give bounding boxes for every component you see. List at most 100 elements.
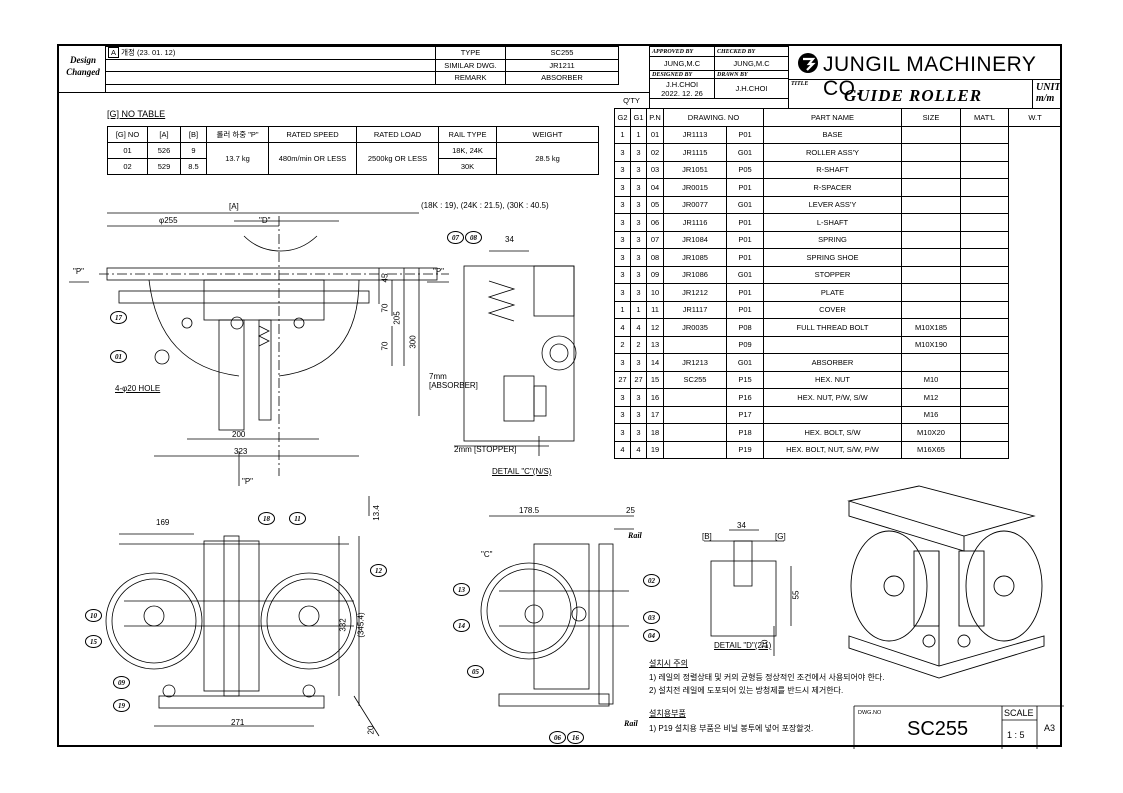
install-title: 설치시 주의 bbox=[649, 659, 689, 668]
balloon-b14: 14 bbox=[453, 619, 470, 632]
dim-300: 300 bbox=[408, 335, 418, 349]
dim-34: 34 bbox=[505, 235, 514, 244]
label-p-right: "P" bbox=[433, 267, 445, 276]
dim-34b: 34 bbox=[737, 521, 746, 530]
bom-cell: M16X65 bbox=[901, 440, 961, 459]
balloon-b13: 13 bbox=[453, 583, 470, 596]
approval-table: APPROVED BY CHECKED BY JUNG,M.C JUNG,M.C… bbox=[649, 46, 789, 99]
remark-value: ABSORBER bbox=[505, 71, 619, 85]
rail-label-top: Rail bbox=[628, 531, 642, 540]
balloon-b03: 03 bbox=[643, 611, 660, 624]
label-c: "C" bbox=[481, 550, 493, 559]
install-note-1: 1) 레일의 정렬상태 및 커의 균형등 정상적인 조건에서 사용되어야 한다. bbox=[649, 673, 885, 682]
hole-note: 4-φ20 HOLE bbox=[115, 384, 161, 393]
scale-label: SCALE bbox=[1004, 708, 1034, 718]
parts-title: 설치용부품 bbox=[649, 709, 686, 718]
dwg-no: SC255 bbox=[907, 718, 969, 740]
remark-label: REMARK bbox=[435, 71, 506, 85]
title-block-lines bbox=[853, 705, 1064, 749]
unit-value: m/m bbox=[1036, 93, 1055, 104]
dim-323: 323 bbox=[234, 447, 248, 456]
balloon-b11: 11 bbox=[289, 512, 306, 525]
detail-d-view bbox=[704, 529, 792, 656]
unit-label: UNIT bbox=[1036, 82, 1061, 93]
detail-c-label: DETAIL "C"(N/S) bbox=[492, 467, 552, 476]
side-view bbox=[105, 496, 380, 737]
detail-c-view bbox=[454, 250, 577, 456]
label-p-left: "P" bbox=[73, 267, 85, 276]
design-changed-label: Design Changed bbox=[66, 55, 100, 77]
dim-345: (345.4) bbox=[356, 612, 366, 638]
rail-label-bottom: Rail bbox=[624, 719, 638, 728]
designed-value: J.H.CHOI bbox=[665, 79, 699, 89]
gno-table: [G] NO [A] [B] 롤러 하중 "P" RATED SPEED RAT… bbox=[107, 126, 599, 175]
gtab-rail2: 30K bbox=[438, 158, 497, 175]
rail-type-note: (18K : 19), (24K : 21.5), (30K : 40.5) bbox=[421, 201, 549, 210]
balloon-b16: 16 bbox=[567, 731, 584, 744]
gtab-weight: 28.5 kg bbox=[496, 142, 599, 175]
dim-25: 25 bbox=[626, 506, 635, 515]
gtable-title: [G] NO TABLE bbox=[107, 109, 166, 119]
rail-view bbox=[480, 515, 634, 707]
bom-table: G2 G1 P.N DRAWING. NO PART NAME SIZE MAT… bbox=[614, 108, 1062, 459]
company-logo-icon bbox=[798, 53, 818, 73]
revision-table: A 개정 (23. 01. 12) TYPE SC255 SIMILAR DWG… bbox=[105, 46, 619, 85]
absorber-note: 7mm [ABSORBER] bbox=[429, 372, 478, 390]
detail-b-label: [B] bbox=[702, 532, 712, 541]
dim-205: 205 bbox=[392, 311, 402, 325]
balloon-b15: 15 bbox=[85, 635, 102, 648]
parts-note-1: 1) P19 설치용 부품은 비닐 봉투에 넣어 포장할것. bbox=[649, 724, 814, 733]
balloon-b06: 06 bbox=[549, 731, 566, 744]
dim-a: [A] bbox=[229, 202, 239, 211]
dim-phi255: φ255 bbox=[159, 216, 178, 225]
bom-cell bbox=[960, 440, 1009, 459]
detail-g-label: [G] bbox=[775, 532, 786, 541]
balloon-b01: 01 bbox=[110, 350, 127, 363]
label-p-bottom: "P" bbox=[242, 477, 254, 486]
dim-332: 332 bbox=[338, 618, 348, 632]
balloon-b0708-1: 08 bbox=[465, 231, 482, 244]
bom-header-wt: W.T bbox=[1008, 108, 1062, 127]
dim-45: 45 bbox=[380, 273, 390, 283]
dim-13-4: 13.4 bbox=[371, 505, 381, 521]
dim-55: 55 bbox=[791, 590, 801, 600]
balloon-b10: 10 bbox=[85, 609, 102, 622]
bom-cell: 19 bbox=[646, 440, 664, 459]
design-date: 2022. 12. 26 bbox=[661, 88, 703, 98]
title-label: TITLE bbox=[791, 81, 809, 87]
balloon-b18: 18 bbox=[258, 512, 275, 525]
sheet-size: A3 bbox=[1044, 723, 1056, 733]
scale-value: 1 : 5 bbox=[1007, 730, 1025, 740]
gtab-r2-c2: 8.5 bbox=[180, 158, 207, 175]
isometric-view bbox=[847, 485, 1045, 679]
dim-271: 271 bbox=[231, 718, 245, 727]
dim-70b: 70 bbox=[380, 341, 390, 351]
top-view bbox=[69, 212, 449, 486]
dim-20: 20 bbox=[366, 725, 376, 735]
balloon-b19: 19 bbox=[113, 699, 130, 712]
balloon-b04: 04 bbox=[643, 629, 660, 642]
install-note-2: 2) 설치전 레일에 도포되어 있는 방청제를 반드시 제거한다. bbox=[649, 686, 844, 695]
dim-200: 200 bbox=[232, 430, 246, 439]
label-d: "D" bbox=[259, 216, 271, 225]
drawing-sheet: Design Changed A 개정 (23. 01. 12) TYPE SC… bbox=[57, 44, 1064, 749]
balloon-b05: 05 bbox=[467, 665, 484, 678]
dim-70a: 70 bbox=[380, 303, 390, 313]
balloon-b12: 12 bbox=[370, 564, 387, 577]
company-name: JUNGIL MACHINERY CO. bbox=[823, 53, 1036, 100]
revision-code: A bbox=[108, 47, 120, 59]
gtab-speed: 480m/min OR LESS bbox=[268, 142, 357, 175]
balloon-b02: 02 bbox=[643, 574, 660, 587]
detail-d-label: DETAIL "D"(2/1) bbox=[714, 641, 772, 650]
balloon-b17: 17 bbox=[110, 311, 127, 324]
title-box: TITLE GUIDE ROLLER UNIT m/m bbox=[788, 80, 1062, 108]
